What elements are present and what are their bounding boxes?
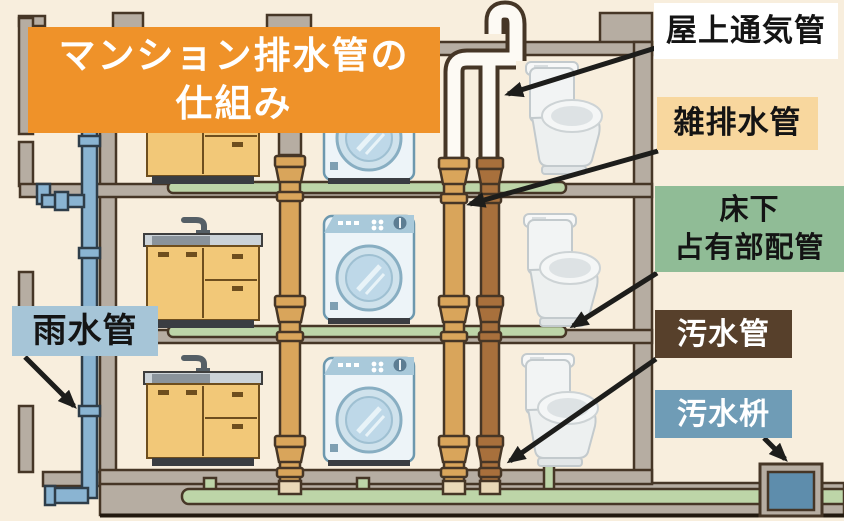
legend-misc-drain-text: 雑排水管 <box>673 105 802 142</box>
sewage-basin-art <box>758 462 824 518</box>
toilet-floor2 <box>523 213 601 327</box>
legend-underfloor-line2: 占有部配管 <box>674 230 825 264</box>
page-title-line1: マンション排水管の <box>58 33 410 77</box>
pointer-arrows <box>23 43 788 464</box>
kitchen-waste-stack <box>273 126 307 496</box>
arrow-sewage-basin <box>762 436 788 462</box>
arrow-underfloor <box>569 270 659 329</box>
arrow-sewage-pipe <box>506 356 658 464</box>
washing-machine-floor2 <box>324 215 414 324</box>
washing-machine-floor1 <box>324 357 414 466</box>
arrow-rain-pipe <box>23 355 77 409</box>
legend-sewage-pipe-text: 汚水管 <box>677 316 770 352</box>
rooftop-vent-pipe <box>443 0 527 172</box>
legend-rain-pipe: 雨水管 <box>12 306 158 356</box>
legend-sewage-pipe: 汚水管 <box>655 310 792 358</box>
misc-drain-stack <box>437 156 471 496</box>
rain-downspout-pipe <box>35 56 102 507</box>
legend-rooftop-vent-text: 屋上通気管 <box>666 12 826 49</box>
legend-sewage-basin-text: 汚水枡 <box>677 396 770 432</box>
soil-stack <box>475 156 505 496</box>
legend-underfloor-piping: 床下 占有部配管 <box>655 186 844 272</box>
legend-underfloor-line1: 床下 <box>719 192 780 227</box>
page-title-line2: 仕組み <box>175 82 293 125</box>
washing-machines <box>324 75 414 466</box>
arrow-rooftop-vent <box>504 43 663 98</box>
arrow-misc-drain <box>466 148 659 208</box>
kitchen-units <box>144 76 262 466</box>
kitchen-unit-floor2 <box>144 220 262 328</box>
legend-rooftop-vent: 屋上通気管 <box>654 3 838 59</box>
kitchen-unit-floor1 <box>144 358 262 466</box>
legend-sewage-basin: 汚水枡 <box>655 390 792 438</box>
legend-rain-pipe-text: 雨水管 <box>32 310 138 351</box>
underfloor-pipes <box>166 180 844 506</box>
page-title: マンション排水管の 仕組み <box>28 27 440 133</box>
legend-misc-drain: 雑排水管 <box>657 97 818 150</box>
